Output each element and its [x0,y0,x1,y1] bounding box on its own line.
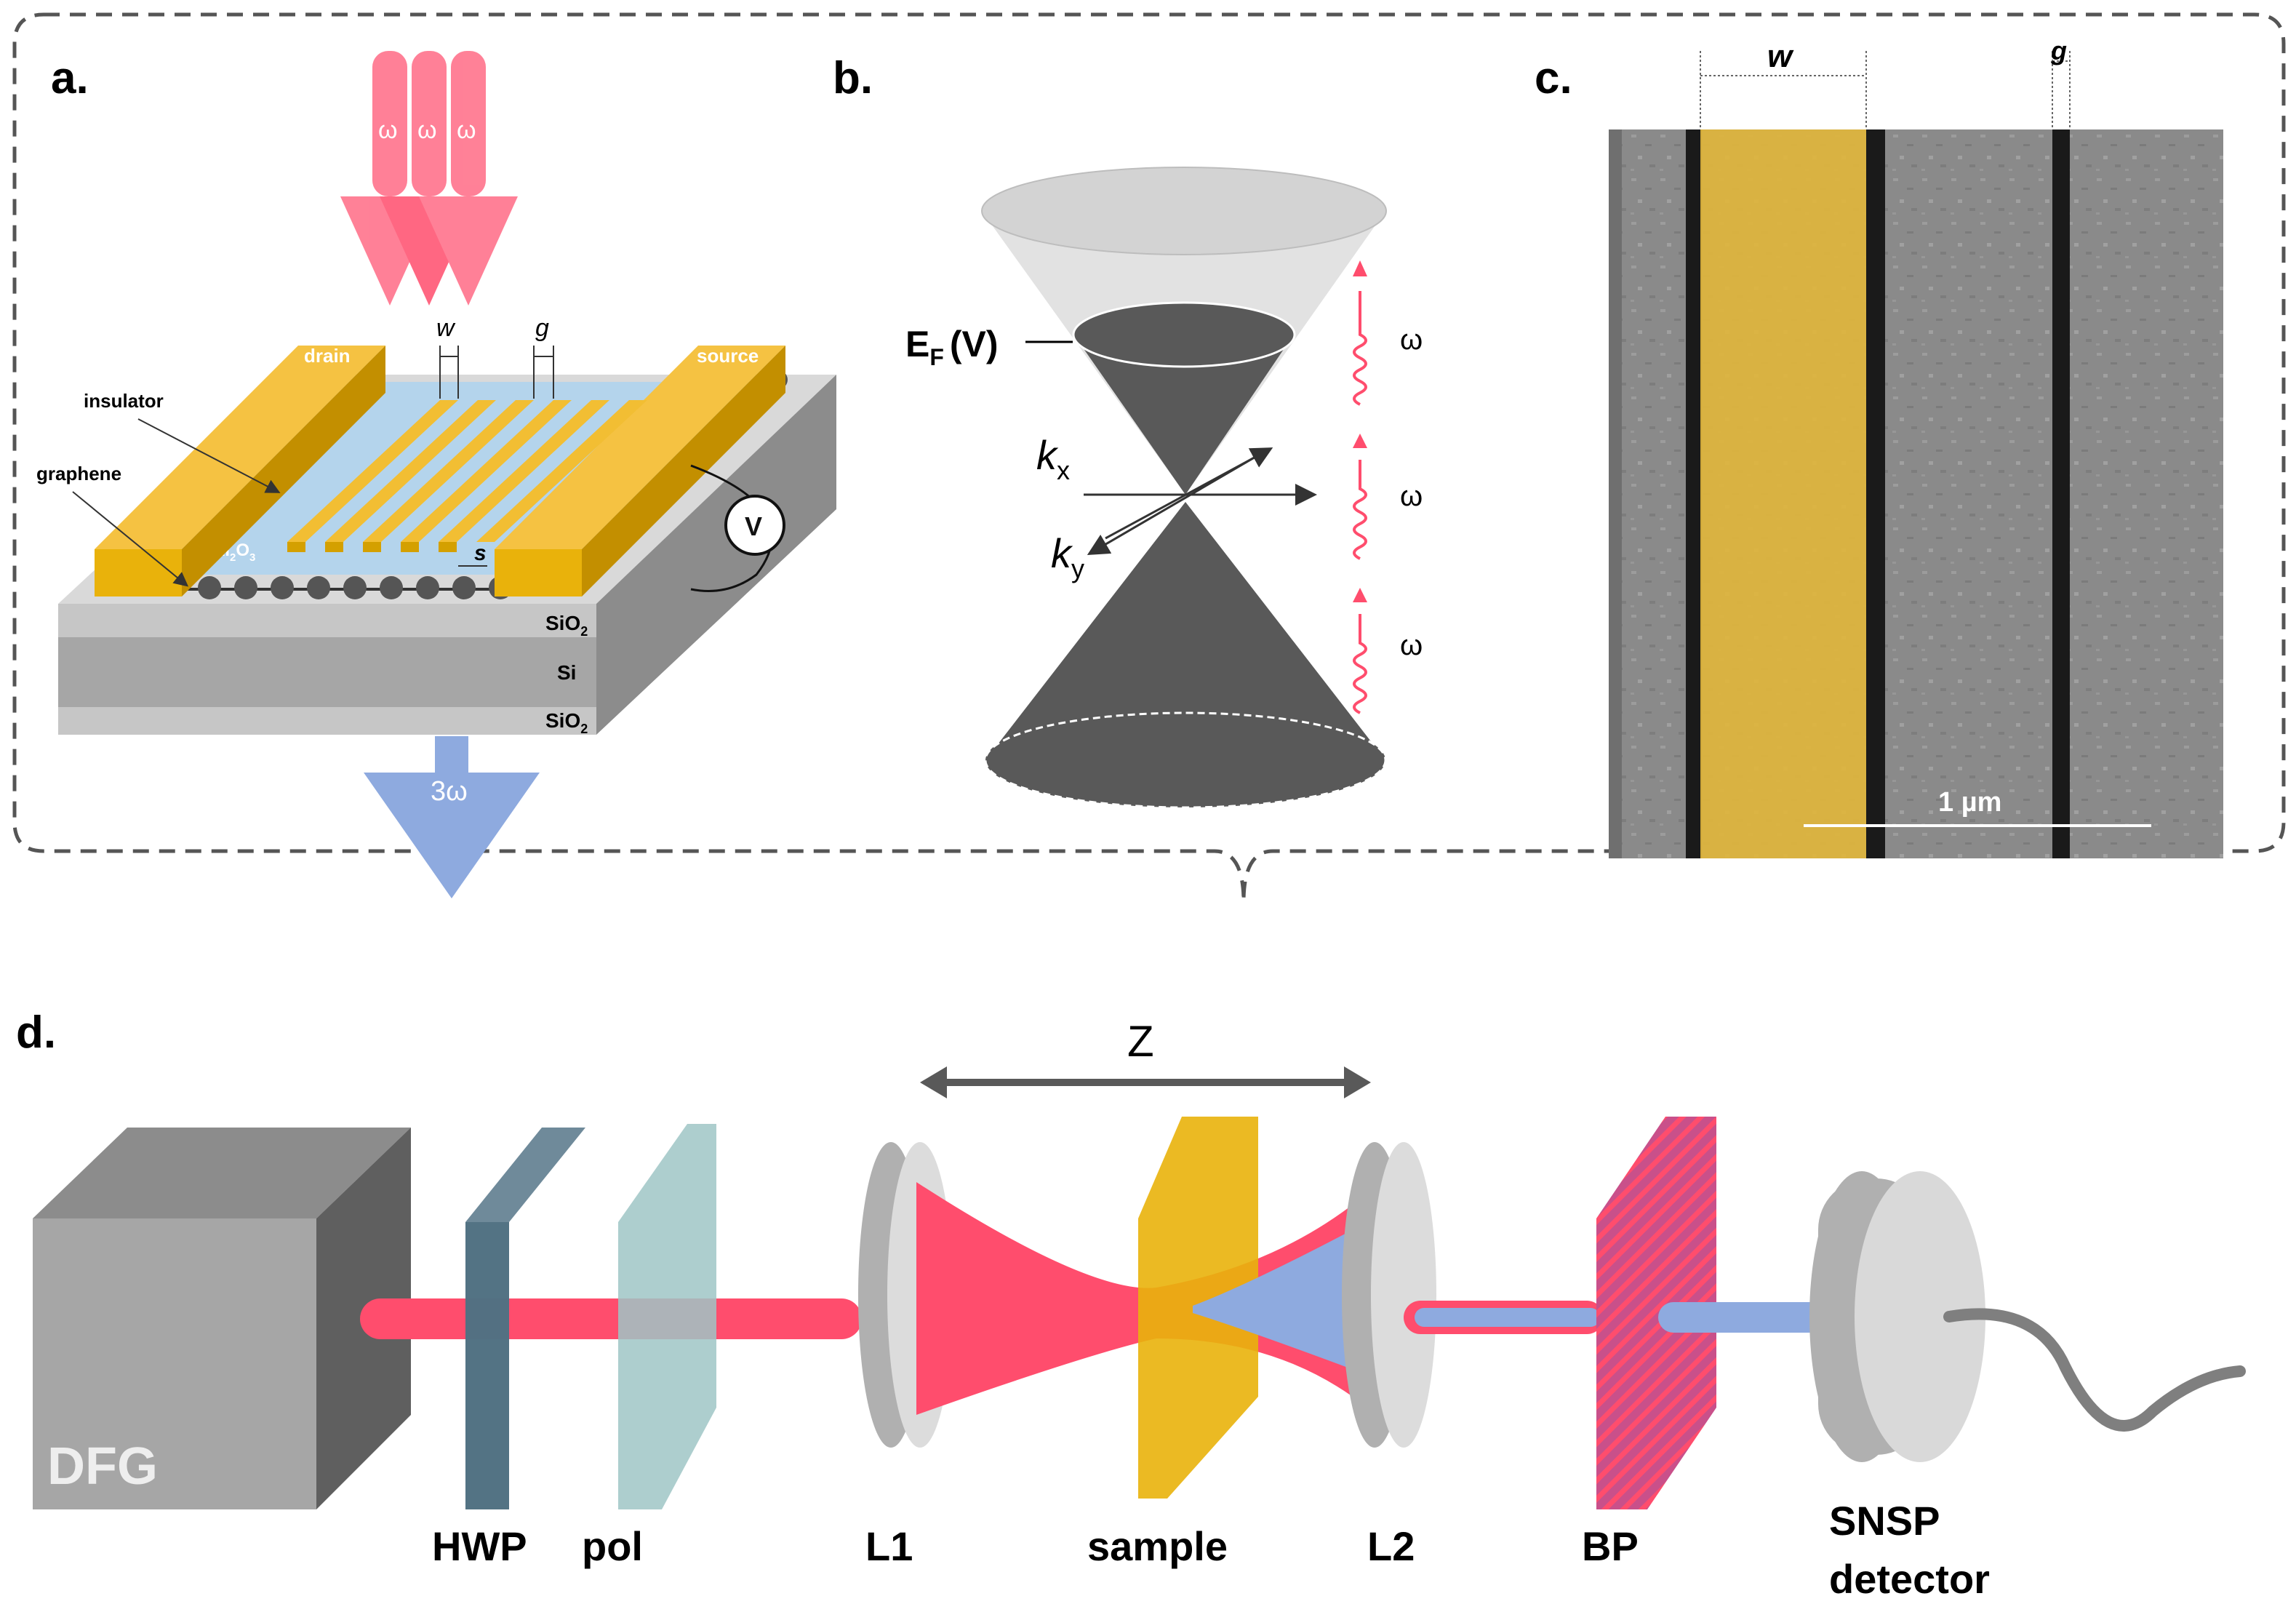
third-harmonic-label: 3ω [431,776,468,807]
graphene-label: graphene [36,463,121,484]
source-label: source [697,345,759,367]
drain-label: drain [304,345,351,367]
fermi-level-label: EF(V) [905,324,999,370]
z-arrow-left-head [920,1066,947,1098]
snsp-label-2: detector [1829,1556,1990,1602]
panel-a-label: a. [51,53,89,103]
g-label-a: g [535,314,549,342]
pump-beam-d [360,1298,862,1339]
panel-d-label: d. [16,1008,56,1058]
sem-gap-3 [2052,129,2070,858]
fermi-cone-fill [1073,333,1295,495]
upper-cone-rim [981,167,1387,255]
panel-b-label: b. [833,53,873,103]
pol-label: pol [582,1523,643,1569]
graphene-pointer [72,491,189,587]
sio2-top-label: SiO2 [545,612,588,639]
sem-gap-1 [1686,129,1702,858]
snsp-label-1: SNSP [1829,1498,1940,1544]
photon-omega-2: ω [1400,480,1423,512]
sample-label: sample [1087,1523,1228,1569]
sio2-bottom-label: SiO2 [545,709,588,736]
photon-omega-3: ω [1400,629,1423,661]
pump-omega-3: ω [457,116,476,144]
panel-c: c. w g 1 µm [1535,36,2223,858]
kx-label: kx [1036,432,1070,485]
pump-beams [340,51,518,306]
bp-filter [1596,1117,1716,1509]
panel-c-label: c. [1535,53,1572,103]
w-label-a: w [436,314,456,342]
z-arrow-right-head [1344,1066,1371,1098]
fermi-disk [1072,301,1296,368]
l1-label: L1 [865,1523,913,1569]
source-electrode [495,346,785,596]
collimated-third-harmonic [1415,1308,1600,1327]
photon-wiggles [1353,291,1367,714]
g-label-c: g [2050,36,2067,65]
sem-gap-2 [1866,129,1885,858]
dimension-ticks-a [439,346,554,567]
s-label-a: s [474,541,487,565]
dashed-frame [12,12,2286,903]
voltmeter-label: V [745,511,762,541]
sem-dimension-ticks [1700,51,2071,129]
si-label: Si [557,661,576,684]
w-label-c: w [1767,39,1794,74]
dfg-label: DFG [47,1437,158,1496]
l2-label: L2 [1367,1523,1415,1569]
pump-omega-2: ω [417,116,437,144]
insulator-pointer [137,418,281,493]
panel-a: a. ω ω ω SiO2 Si SiO2 Al2O3 [36,51,836,898]
insulator-label: insulator [84,390,164,412]
lower-cone [985,502,1385,760]
photon-arrowheads [1353,260,1367,602]
photon-omega-1: ω [1400,324,1423,356]
scalebar-label: 1 µm [1938,787,2001,818]
filtered-beam [1658,1302,1855,1333]
ky-label: ky [1051,530,1084,583]
sem-gold-stripe [1700,129,1866,858]
drain-electrode [95,346,385,596]
z-label: Z [1127,1017,1154,1066]
hwp-face [465,1222,509,1509]
snsp-detector [1809,1171,2246,1462]
pump-omega-1: ω [378,116,398,144]
lower-cone-rim [984,711,1387,809]
grating-fingers [287,400,647,552]
pol-plate [618,1124,716,1509]
panel-d: d. Z DFG HWP pol L1 sample [16,1008,2246,1602]
third-harmonic-beam [364,736,540,898]
hwp-label: HWP [432,1523,527,1569]
voltmeter-wire [690,464,773,592]
bp-label: BP [1582,1523,1639,1569]
ky-axis-head [1105,447,1273,540]
panel-b: b. kx ky EF(V) ω ω ω [833,53,1423,809]
lens-l2 [1342,1142,1436,1448]
third-harmonic-beam-d [1193,1222,1367,1375]
sem-edge-left [1609,129,1622,858]
voltmeter-circle [724,495,785,556]
